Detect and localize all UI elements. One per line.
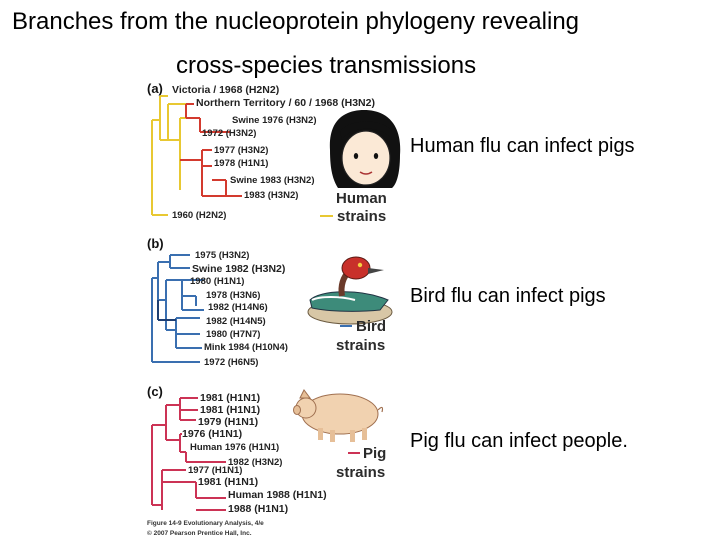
leaf-label: 1979 (H1N1)	[198, 416, 258, 428]
leaf-label: 1981 (H1N1)	[200, 392, 260, 404]
figure-credit-1: Figure 14-9 Evolutionary Analysis, 4/e	[147, 520, 264, 527]
leaf-label: 1982 (H3N2)	[228, 457, 282, 468]
caption-human-flu: Human flu can infect pigs	[410, 135, 635, 157]
pig-strains-label-2: strains	[336, 464, 385, 481]
panel-b-tree	[151, 254, 204, 363]
leaf-label: 1982 (H14N5)	[206, 316, 266, 327]
panel-b-tree-dark	[157, 300, 176, 321]
pig-illustration	[293, 389, 384, 442]
human-child-illustration	[329, 110, 401, 188]
title-line-1: Branches from the nucleoprotein phylogen…	[12, 8, 580, 35]
leaf-label: Swine 1976 (H3N2)	[232, 115, 316, 126]
panel-a-leaf-labels: Victoria / 1968 (H2N2) Northern Territor…	[172, 84, 375, 221]
leaf-label: 1981 (H1N1)	[200, 404, 260, 416]
title-line-2: cross-species transmissions	[176, 52, 477, 79]
leaf-label: Swine 1983 (H3N2)	[230, 175, 314, 186]
leaf-label: 1978 (H3N6)	[206, 290, 260, 301]
caption-bird-flu: Bird flu can infect pigs	[410, 285, 606, 307]
panel-c-tree	[151, 397, 226, 511]
bird-strains-label-2: strains	[336, 337, 385, 354]
leaf-label: Swine 1982 (H3N2)	[192, 263, 285, 275]
leaf-label: 1980 (H7N7)	[206, 329, 260, 340]
panel-a-tree	[151, 95, 186, 216]
duck-illustration	[307, 256, 393, 325]
panel-c-label: (c)	[147, 384, 163, 399]
leaf-label: 1980 (H1N1)	[190, 276, 244, 287]
leaf-label: 1977 (H3N2)	[214, 145, 268, 156]
human-strains-label-2: strains	[337, 208, 386, 225]
figure-credit-2: © 2007 Pearson Prentice Hall, Inc.	[147, 529, 252, 537]
panel-a-label: (a)	[147, 81, 163, 96]
leaf-label: 1982 (H14N6)	[208, 302, 268, 313]
leaf-label: Northern Territory / 60 / 1968 (H3N2)	[196, 97, 375, 109]
panel-c-leaf-labels: 1981 (H1N1) 1981 (H1N1) 1979 (H1N1) 1976…	[182, 392, 327, 515]
leaf-label: Victoria / 1968 (H2N2)	[172, 84, 279, 96]
leaf-label: 1977 (H1N1)	[188, 465, 242, 476]
human-strains-label-1: Human	[336, 190, 387, 207]
panel-a-tree-red	[180, 103, 242, 197]
panel-b-label: (b)	[147, 236, 164, 251]
leaf-label: 1972 (H3N2)	[202, 128, 256, 139]
panel-b-leaf-labels: 1975 (H3N2) Swine 1982 (H3N2) 1980 (H1N1…	[190, 250, 288, 368]
leaf-label: 1981 (H1N1)	[198, 476, 258, 488]
leaf-label: Mink 1984 (H10N4)	[204, 342, 288, 353]
leaf-label: 1978 (H1N1)	[214, 158, 268, 169]
leaf-label: Human 1976 (H1N1)	[190, 442, 279, 453]
leaf-label: 1983 (H3N2)	[244, 190, 298, 201]
leaf-label: 1988 (H1N1)	[228, 503, 288, 515]
leaf-label: 1972 (H6N5)	[204, 357, 258, 368]
leaf-label: 1960 (H2N2)	[172, 210, 226, 221]
leaf-label: 1975 (H3N2)	[195, 250, 249, 261]
bird-strains-label-1: Bird	[356, 318, 386, 335]
leaf-label: Human 1988 (H1N1)	[228, 489, 327, 501]
leaf-label: 1976 (H1N1)	[182, 428, 242, 440]
caption-pig-flu: Pig flu can infect people.	[410, 430, 628, 452]
pig-strains-label-1: Pig	[363, 445, 386, 462]
